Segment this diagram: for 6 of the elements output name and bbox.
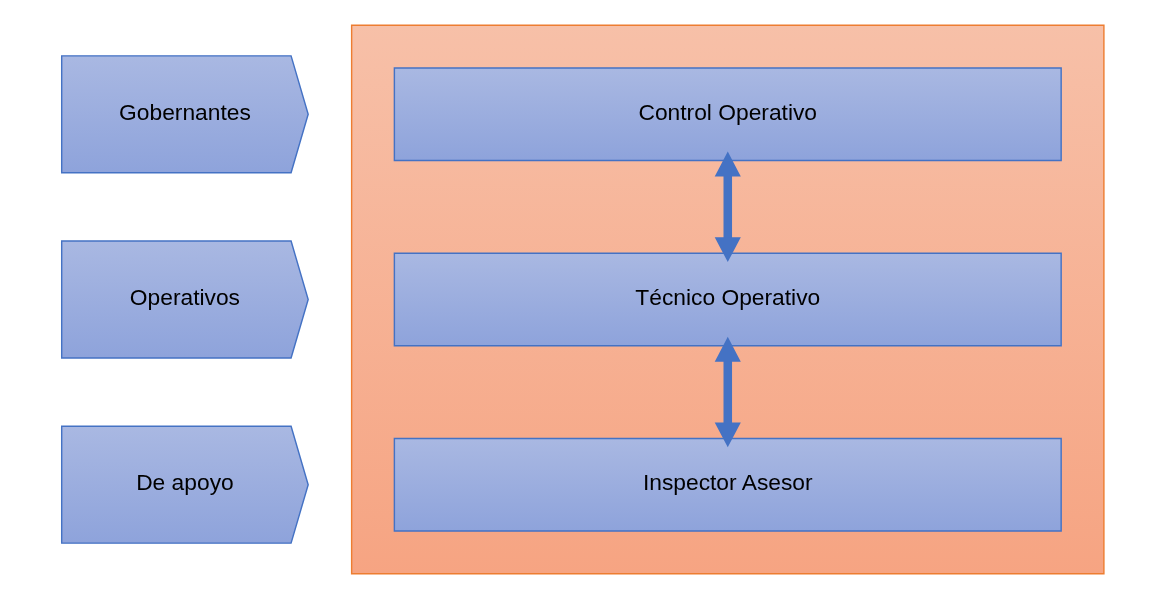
cluster (350, 24, 1105, 575)
node-box: Técnico Operativo (393, 252, 1062, 347)
arrow (714, 151, 741, 263)
node-box: Inspector Asesor (393, 437, 1062, 532)
node-box: Control Operativo (393, 67, 1062, 162)
arrow (714, 336, 741, 448)
